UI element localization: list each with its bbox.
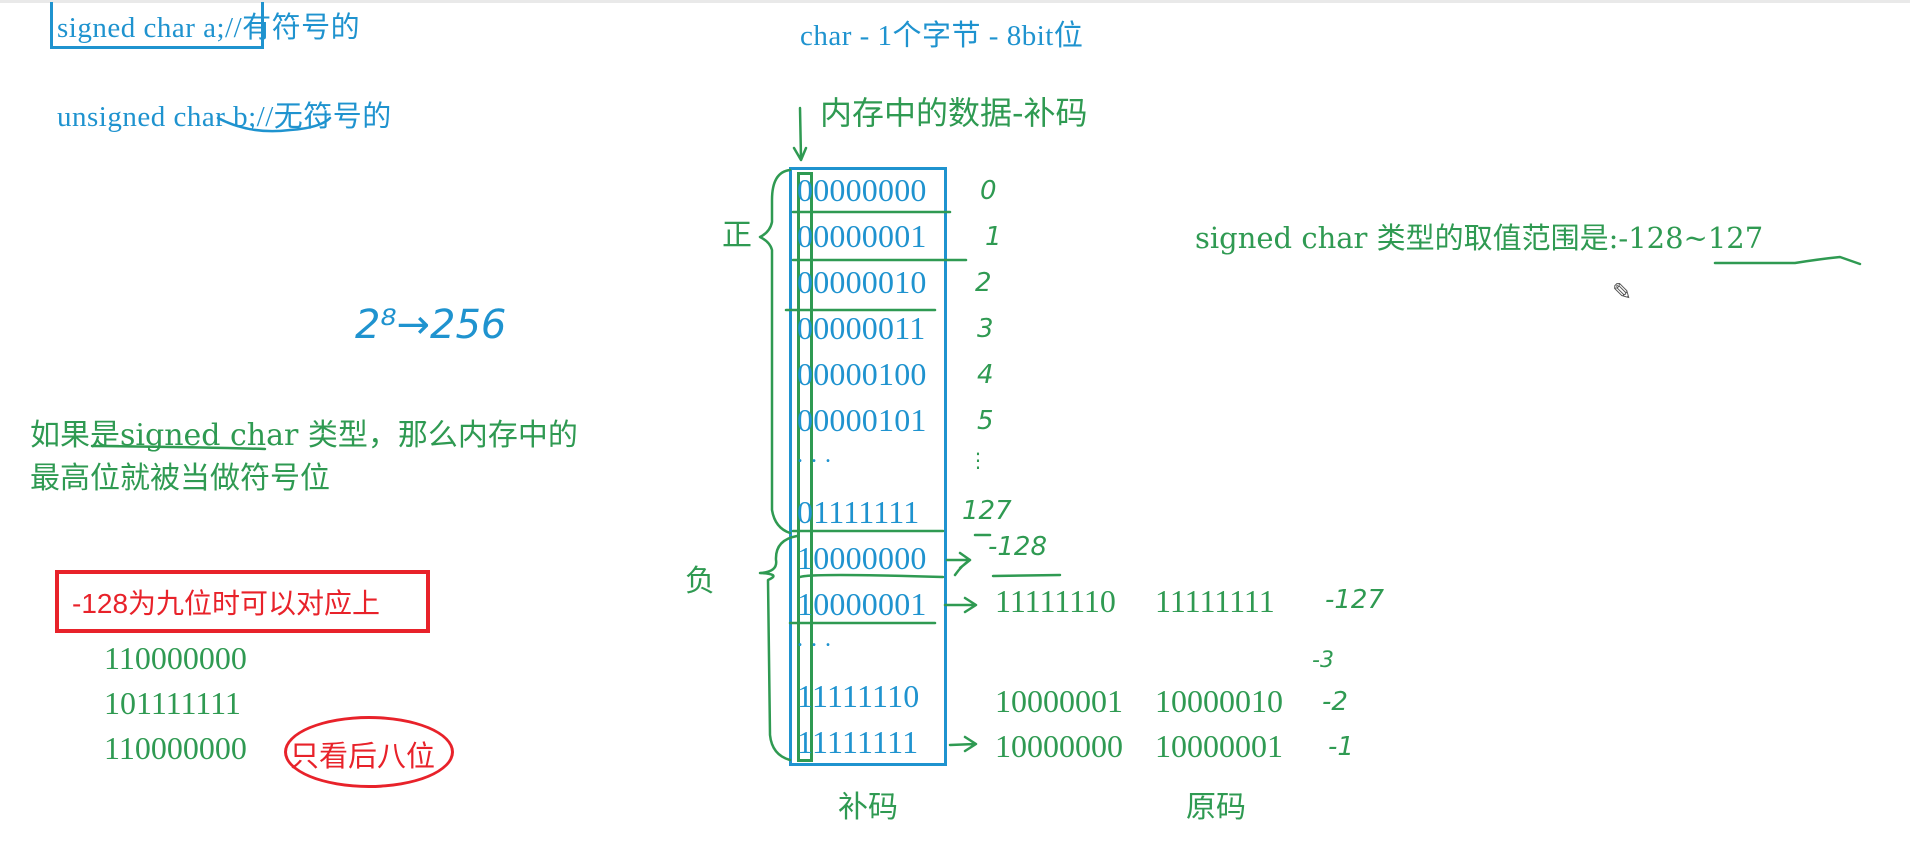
complement-row: 10000000 xyxy=(797,540,927,576)
inverse-code: 10000001 xyxy=(995,683,1123,719)
signed-char-line: signed char a;//有符号的 xyxy=(57,4,360,46)
value-annotation: 127 xyxy=(962,496,1012,526)
complement-row: 00000010 xyxy=(797,264,927,300)
complement-row: 00000101 xyxy=(797,402,927,438)
complement-table-box xyxy=(789,167,947,766)
positive-label: 正 xyxy=(722,218,752,253)
value-annotation: -1 xyxy=(1328,732,1354,762)
value-annotation: ⋮ xyxy=(968,448,988,472)
unsigned-underline-stroke xyxy=(216,116,332,133)
inverse-code: 11111110 xyxy=(995,583,1116,619)
unsigned-char-line: unsigned char b;//无符号的 xyxy=(57,101,392,133)
original-code: 10000010 xyxy=(1155,683,1283,719)
original-caption: 原码 xyxy=(1186,790,1246,825)
original-code: 11111111 xyxy=(1155,583,1275,619)
complement-row: 00000100 xyxy=(797,356,927,392)
power-note: 2⁸→256 xyxy=(355,302,507,348)
top-border xyxy=(0,0,1910,3)
value-annotation: -3 xyxy=(1312,648,1334,673)
signed-char-comment: a;//有符号的 xyxy=(195,12,361,44)
signed-char-keyword: signed char xyxy=(57,12,196,44)
value-annotation: 0 xyxy=(980,176,997,206)
complement-row: 00000001 xyxy=(797,218,927,254)
callout-binary-line: 110000000 xyxy=(104,640,247,676)
value-annotation: 2 xyxy=(975,268,992,298)
char-size-header: char - 1个字节 - 8bit位 xyxy=(800,20,1084,52)
callout-binary-line: 110000000 xyxy=(104,730,247,766)
value-annotation: -128 xyxy=(988,532,1048,562)
original-code: 10000001 xyxy=(1155,728,1283,764)
pencil-cursor-icon: ✎ xyxy=(1612,278,1633,306)
memory-label: 内存中的数据-补码 xyxy=(820,94,1088,132)
value-annotation: 5 xyxy=(977,406,994,436)
complement-row-ellipsis: ... xyxy=(797,442,839,468)
sign-bit-column xyxy=(797,172,813,762)
value-annotation: 1 xyxy=(985,222,1002,252)
complement-row-ellipsis: ... xyxy=(797,626,839,652)
range-note: signed char 类型的取值范围是:-128~127 xyxy=(1195,221,1764,255)
complement-row: 11111111 xyxy=(797,724,919,760)
complement-row: 01111111 xyxy=(797,494,920,530)
complement-row: 00000011 xyxy=(797,310,926,346)
value-annotation: 4 xyxy=(977,360,994,390)
negative-label: 负 xyxy=(685,564,715,599)
callout-oval xyxy=(284,716,454,788)
inverse-code: 10000000 xyxy=(995,728,1123,764)
value-annotation: -2 xyxy=(1322,687,1348,717)
complement-row: 11111110 xyxy=(797,678,920,714)
value-annotation: -127 xyxy=(1325,585,1385,615)
callout-binary-line: 101111111 xyxy=(104,685,241,721)
value-annotation: 3 xyxy=(977,314,994,344)
signed-char-highlight-box xyxy=(50,2,264,49)
complement-row: 00000000 xyxy=(797,172,927,208)
callout-title: -128为九位时可以对应上 xyxy=(72,588,381,619)
complement-caption: 补码 xyxy=(838,790,898,825)
callout-box xyxy=(55,570,430,633)
complement-row: 10000001 xyxy=(797,586,927,622)
callout-oval-note: 只看后八位 xyxy=(290,741,436,773)
explanation-line-2: 最高位就被当做符号位 xyxy=(30,461,330,496)
